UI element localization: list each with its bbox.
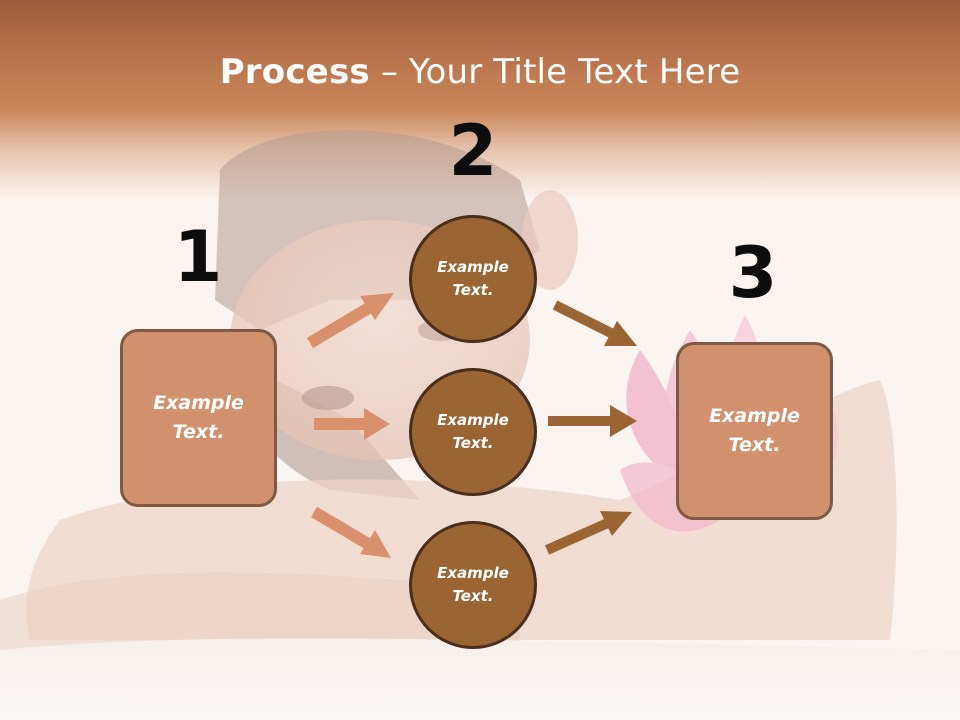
process-circle-middle: Example Text. (409, 368, 537, 496)
arrow-top-to-right (552, 300, 637, 346)
title-bold: Process (219, 52, 370, 92)
process-box-left-text: Example Text. (153, 392, 244, 443)
process-box-right-text: Example Text. (709, 405, 800, 456)
step-number-1: 1 (173, 216, 223, 298)
process-circle-top: Example Text. (409, 215, 537, 343)
slide-title: Process – Your Title Text Here (0, 52, 960, 92)
arrow-left-to-top (306, 293, 394, 349)
title-rest: – Your Title Text Here (369, 52, 741, 92)
arrow-middle-to-right (548, 405, 637, 437)
arrow-left-to-bottom (310, 506, 391, 558)
step-number-3: 3 (728, 232, 778, 314)
arrow-left-to-middle (314, 408, 390, 440)
process-circle-top-text: Example Text. (437, 258, 509, 299)
process-circle-middle-text: Example Text. (437, 411, 509, 452)
process-box-right: Example Text. (676, 342, 833, 520)
process-circle-bottom-text: Example Text. (437, 564, 509, 605)
process-box-left: Example Text. (120, 329, 277, 507)
process-circle-bottom: Example Text. (409, 521, 537, 649)
step-number-2: 2 (448, 110, 498, 192)
arrow-bottom-to-right (544, 511, 632, 555)
